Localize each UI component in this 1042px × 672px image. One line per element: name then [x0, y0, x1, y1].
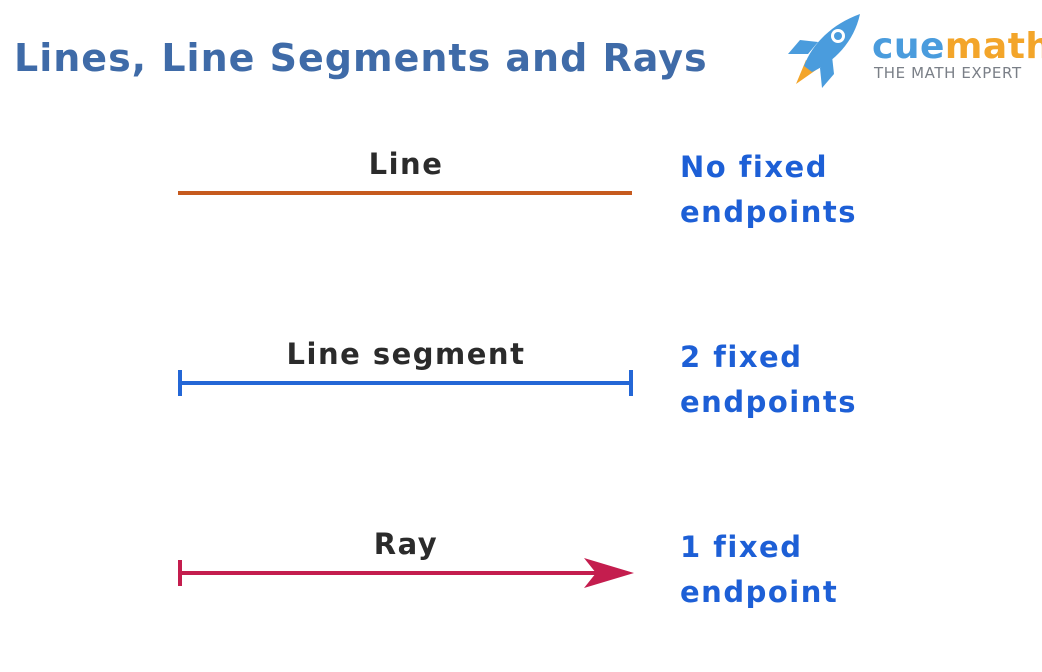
logo-tagline: THE MATH EXPERT [874, 64, 1022, 82]
line-desc-1: No fixed [680, 150, 828, 184]
segment-label: Line segment [286, 337, 526, 371]
ray-description: 1 fixed endpoint [680, 525, 838, 615]
segment-desc-2: endpoints [680, 385, 857, 419]
line-label: Line [368, 147, 444, 181]
page-title: Lines, Line Segments and Rays [14, 36, 708, 80]
segment-figure [178, 370, 633, 396]
line-figure [178, 191, 632, 195]
ray-desc-2: endpoint [680, 575, 839, 609]
segment-desc-1: 2 fixed [680, 340, 803, 374]
ray-figure [178, 558, 634, 588]
logo-word-cue: cue [872, 26, 945, 67]
line-description: No fixed endpoints [680, 145, 857, 235]
rocket-icon [788, 14, 860, 88]
ray-arrowhead [584, 558, 634, 588]
logo-wordmark: cuemath [872, 26, 1042, 67]
line-desc-2: endpoints [680, 195, 857, 229]
segment-description: 2 fixed endpoints [680, 335, 857, 425]
ray-label: Ray [373, 527, 439, 561]
ray-desc-1: 1 fixed [680, 530, 803, 564]
logo-word-math: math [944, 26, 1042, 67]
cuemath-logo: cuemath THE MATH EXPERT [782, 10, 1042, 90]
